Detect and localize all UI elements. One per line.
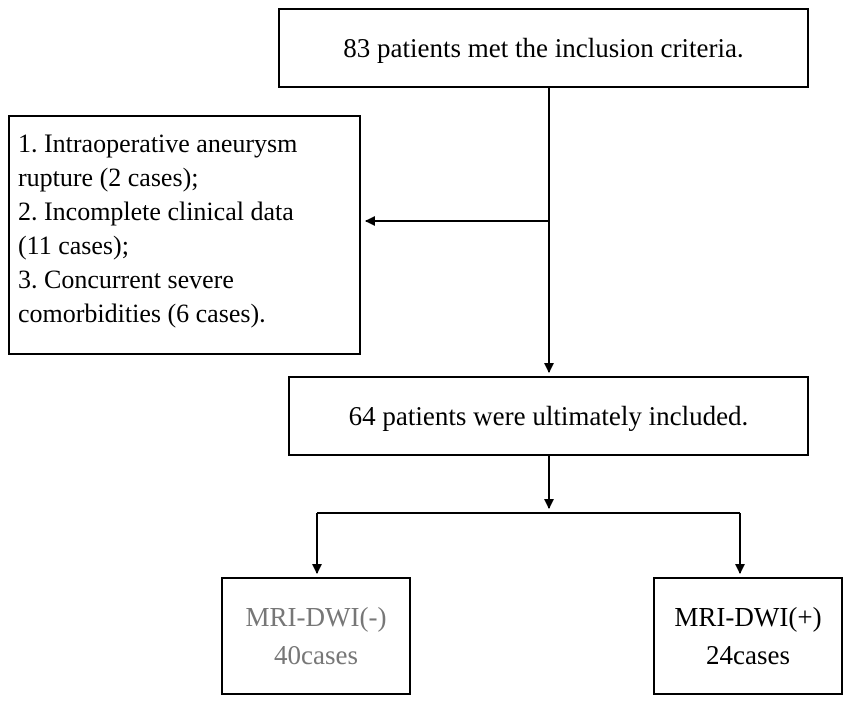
exclusion-line: 3. Concurrent severe <box>18 265 234 294</box>
dwi-negative-box: MRI-DWI(-) 40cases <box>221 577 411 695</box>
included-box: 64 patients were ultimately included. <box>288 376 809 456</box>
dwi-positive-count: 24cases <box>706 640 790 670</box>
exclusion-line: rupture (2 cases); <box>18 163 199 192</box>
exclusion-line: 1. Intraoperative aneurysm <box>18 129 298 158</box>
dwi-negative-count: 40cases <box>274 640 358 670</box>
exclusion-line: 2. Incomplete clinical data <box>18 197 294 226</box>
inclusion-text: 83 patients met the inclusion criteria. <box>343 32 744 63</box>
included-text: 64 patients were ultimately included. <box>348 400 749 431</box>
dwi-positive-box: MRI-DWI(+) 24cases <box>653 577 843 695</box>
dwi-positive-label: MRI-DWI(+) <box>674 602 822 632</box>
exclusion-line: (11 cases); <box>18 231 129 260</box>
exclusion-box: 1. Intraoperative aneurysm rupture (2 ca… <box>8 115 361 355</box>
dwi-negative-label: MRI-DWI(-) <box>245 602 387 632</box>
exclusion-line: comorbidities (6 cases). <box>18 299 266 328</box>
inclusion-box: 83 patients met the inclusion criteria. <box>278 8 809 88</box>
